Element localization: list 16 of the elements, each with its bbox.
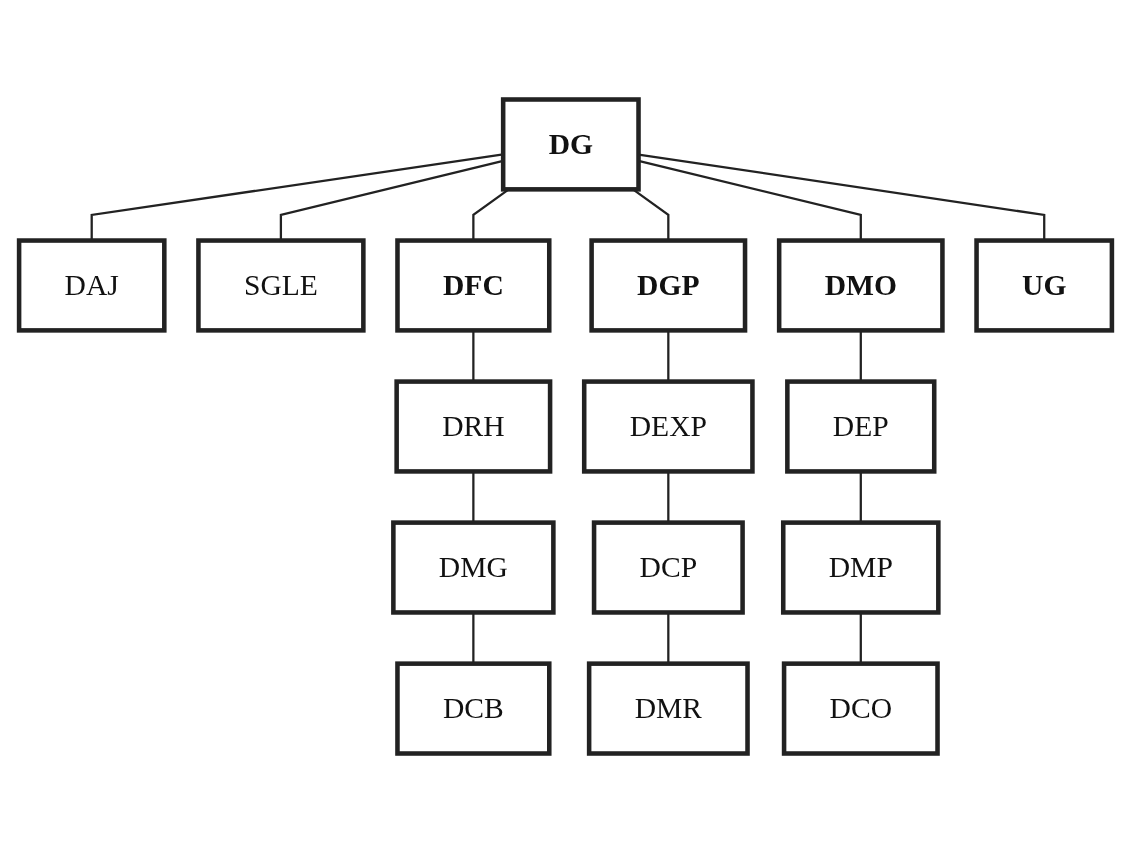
node-box: DMG — [391, 520, 556, 615]
node-box: DCP — [591, 520, 745, 615]
node-box: DEP — [785, 379, 937, 474]
node-box: DAJ — [16, 238, 167, 333]
node-box: DMP — [780, 520, 941, 615]
node-box: DMR — [586, 661, 750, 756]
node-box: DRH — [394, 379, 553, 474]
node-box: DFC — [395, 238, 552, 333]
node-box: UG — [974, 238, 1115, 333]
node-box: DCO — [781, 661, 940, 756]
node-box: DGP — [589, 238, 748, 333]
node-box: DG — [500, 97, 641, 192]
node-box: DMO — [776, 238, 945, 333]
node-box: DCB — [395, 661, 552, 756]
node-box: SGLE — [196, 238, 366, 333]
node-box: DEXP — [581, 379, 755, 474]
